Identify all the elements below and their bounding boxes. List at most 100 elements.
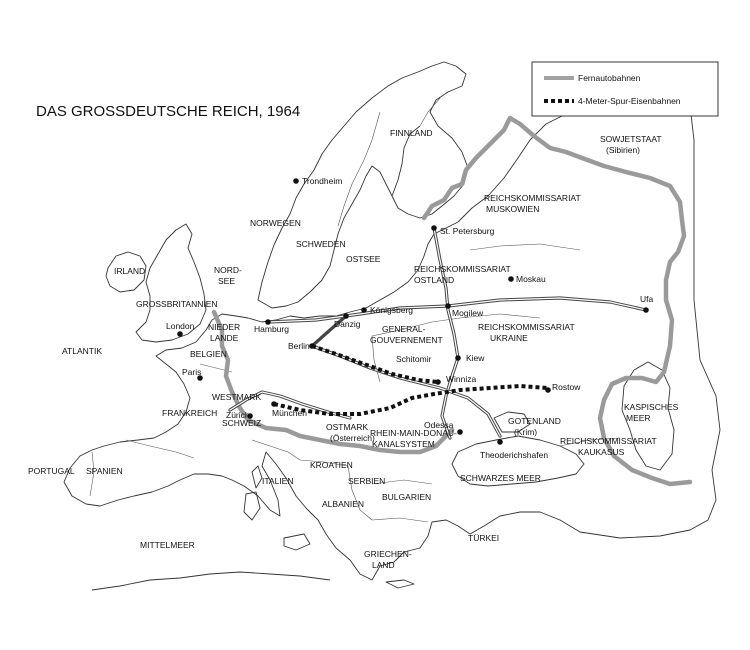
- reich-frontier: [211, 115, 693, 487]
- border-balkans-2: [347, 465, 373, 521]
- label-hamburg: Hamburg: [254, 324, 289, 334]
- label-danzig: Danzig: [334, 319, 361, 329]
- label-schweiz: SCHWEIZ: [222, 418, 261, 428]
- broad-gauge-rail: [273, 344, 549, 416]
- label-rk-ostland-2: OSTLAND: [414, 275, 454, 285]
- city-dot-rostow: [545, 387, 551, 393]
- city-dot-muenchen: [271, 401, 277, 407]
- region-labels: FINNLAND SOWJETSTAAT (Sibirien) REICHSKO…: [28, 128, 679, 570]
- label-italien: ITALIEN: [262, 476, 294, 486]
- rail-muenchen-rostow: [273, 384, 549, 416]
- label-ufa: Ufa: [640, 294, 654, 304]
- label-rk-ostland-1: REICHSKOMMISSARIAT: [414, 264, 511, 274]
- border-sweden-finland: [419, 97, 441, 127]
- label-generalgouv-1: GENERAL-: [382, 324, 426, 334]
- legend-autobahn-label: Fernautobahnen: [578, 73, 641, 83]
- label-berlin: Berlin: [288, 341, 310, 351]
- city-dot-berlin: [309, 343, 315, 349]
- borders: [89, 97, 621, 523]
- corsica-coast: [251, 465, 263, 489]
- city-dot-moskau: [508, 276, 514, 282]
- border-ostland-ukraine: [371, 313, 541, 337]
- label-zuerich: Zürich: [226, 410, 250, 420]
- crete-coast: [385, 579, 415, 589]
- city-dot-theoderichshafen: [497, 439, 503, 445]
- label-griechenland-2: LAND: [372, 560, 395, 570]
- label-rk-kaukasus-2: KAUKASUS: [578, 447, 625, 457]
- border-balkans-4: [371, 517, 429, 523]
- label-portugal: PORTUGAL: [28, 466, 75, 476]
- label-norwegen: NORWEGEN: [250, 218, 301, 228]
- border-spain-portugal: [89, 451, 95, 497]
- label-schitomir: Schitomir: [396, 354, 432, 364]
- label-rostow: Rostow: [552, 382, 581, 392]
- label-st-petersburg: St. Petersburg: [440, 226, 495, 236]
- border-italy: [251, 439, 301, 461]
- autobahn-network: [228, 226, 648, 440]
- label-bulgarien: BULGARIEN: [382, 492, 431, 502]
- border-gg-ukraine: [371, 335, 381, 383]
- city-dot-hamburg: [265, 319, 271, 325]
- coastlines: [63, 61, 721, 591]
- city-dot-paris: [197, 375, 203, 381]
- label-albanien: ALBANIEN: [322, 499, 364, 509]
- reich-west-frontier: [211, 309, 455, 455]
- label-serbien: SERBIEN: [348, 476, 385, 486]
- autobahn-berlin-koenigsberg: [310, 314, 348, 348]
- city-dot-trondheim: [293, 178, 299, 184]
- label-koenigsberg: Königsberg: [370, 305, 413, 315]
- label-sowjetstaat: SOWJETSTAAT: [600, 134, 662, 144]
- label-paris: Paris: [182, 367, 201, 377]
- label-generalgouv-2: GOUVERNEMENT: [370, 335, 443, 345]
- label-gotenland-2: (Krim): [514, 427, 537, 437]
- autobahn-inner-4: [441, 357, 459, 439]
- border-france-spain: [125, 439, 195, 459]
- label-kiew: Kiew: [466, 353, 485, 363]
- britain-coast: [135, 223, 207, 343]
- ireland-coast: [105, 251, 147, 293]
- border-balkans-1: [299, 459, 349, 467]
- label-london: London: [166, 321, 195, 331]
- legend: Fernautobahnen 4-Meter-Spur-Eisenbahnen: [531, 61, 719, 117]
- label-ostsee: OSTSEE: [346, 254, 381, 264]
- label-winniza: Winniza: [446, 374, 477, 384]
- label-spanien: SPANIEN: [86, 466, 123, 476]
- city-dot-koenigsberg: [361, 307, 367, 313]
- border-norway-sweden: [337, 111, 381, 227]
- label-belgien: BELGIEN: [190, 349, 227, 359]
- label-ostmark-1: OSTMARK: [326, 422, 368, 432]
- label-mogilew: Mogilew: [452, 308, 484, 318]
- legend-rail-label: 4-Meter-Spur-Eisenbahnen: [578, 96, 681, 106]
- label-odessa: Odessa: [424, 420, 454, 430]
- label-rk-muskowien-1: REICHSKOMMISSARIAT: [484, 193, 581, 203]
- sicily-coast: [283, 533, 311, 551]
- autobahn-inner-5: [229, 391, 351, 419]
- label-kroatien: KROATIEN: [310, 460, 353, 470]
- label-trondheim: Trondheim: [302, 176, 342, 186]
- africa-coast: [91, 571, 331, 591]
- label-griechenland-1: GRIECHEN-: [364, 549, 412, 559]
- legend-box: [531, 61, 719, 117]
- label-ostmark-2: (Österreich): [330, 433, 375, 443]
- city-dot-st-petersburg: [431, 225, 437, 231]
- label-rk-ukraine-2: UKRAINE: [490, 333, 528, 343]
- map-title: DAS GROSSDEUTSCHE REICH, 1964: [36, 103, 300, 120]
- label-nordsee-1: NORD-: [214, 265, 242, 275]
- label-tuerkei: TÜRKEI: [468, 533, 499, 543]
- label-sibirien: (Sibirien): [606, 145, 640, 155]
- border-balkans-3: [371, 479, 433, 485]
- autobahn-inner-2: [433, 227, 459, 359]
- reich-east-frontier: [421, 115, 693, 487]
- border-ostland-muskowien: [469, 243, 581, 251]
- label-kaspisches-2: MEER: [626, 413, 651, 423]
- label-nordsee-2: SEE: [218, 276, 235, 286]
- city-dot-london: [177, 331, 183, 337]
- finland-coast: [391, 125, 421, 197]
- label-schwarzes-meer: SCHWARZES MEER: [460, 473, 541, 483]
- label-theoderichshafen: Theoderichshafen: [480, 450, 548, 460]
- continent-coast: [63, 101, 721, 581]
- city-dot-mogilew: [445, 303, 451, 309]
- label-atlantik: ATLANTIK: [62, 346, 102, 356]
- city-markers: [177, 178, 649, 445]
